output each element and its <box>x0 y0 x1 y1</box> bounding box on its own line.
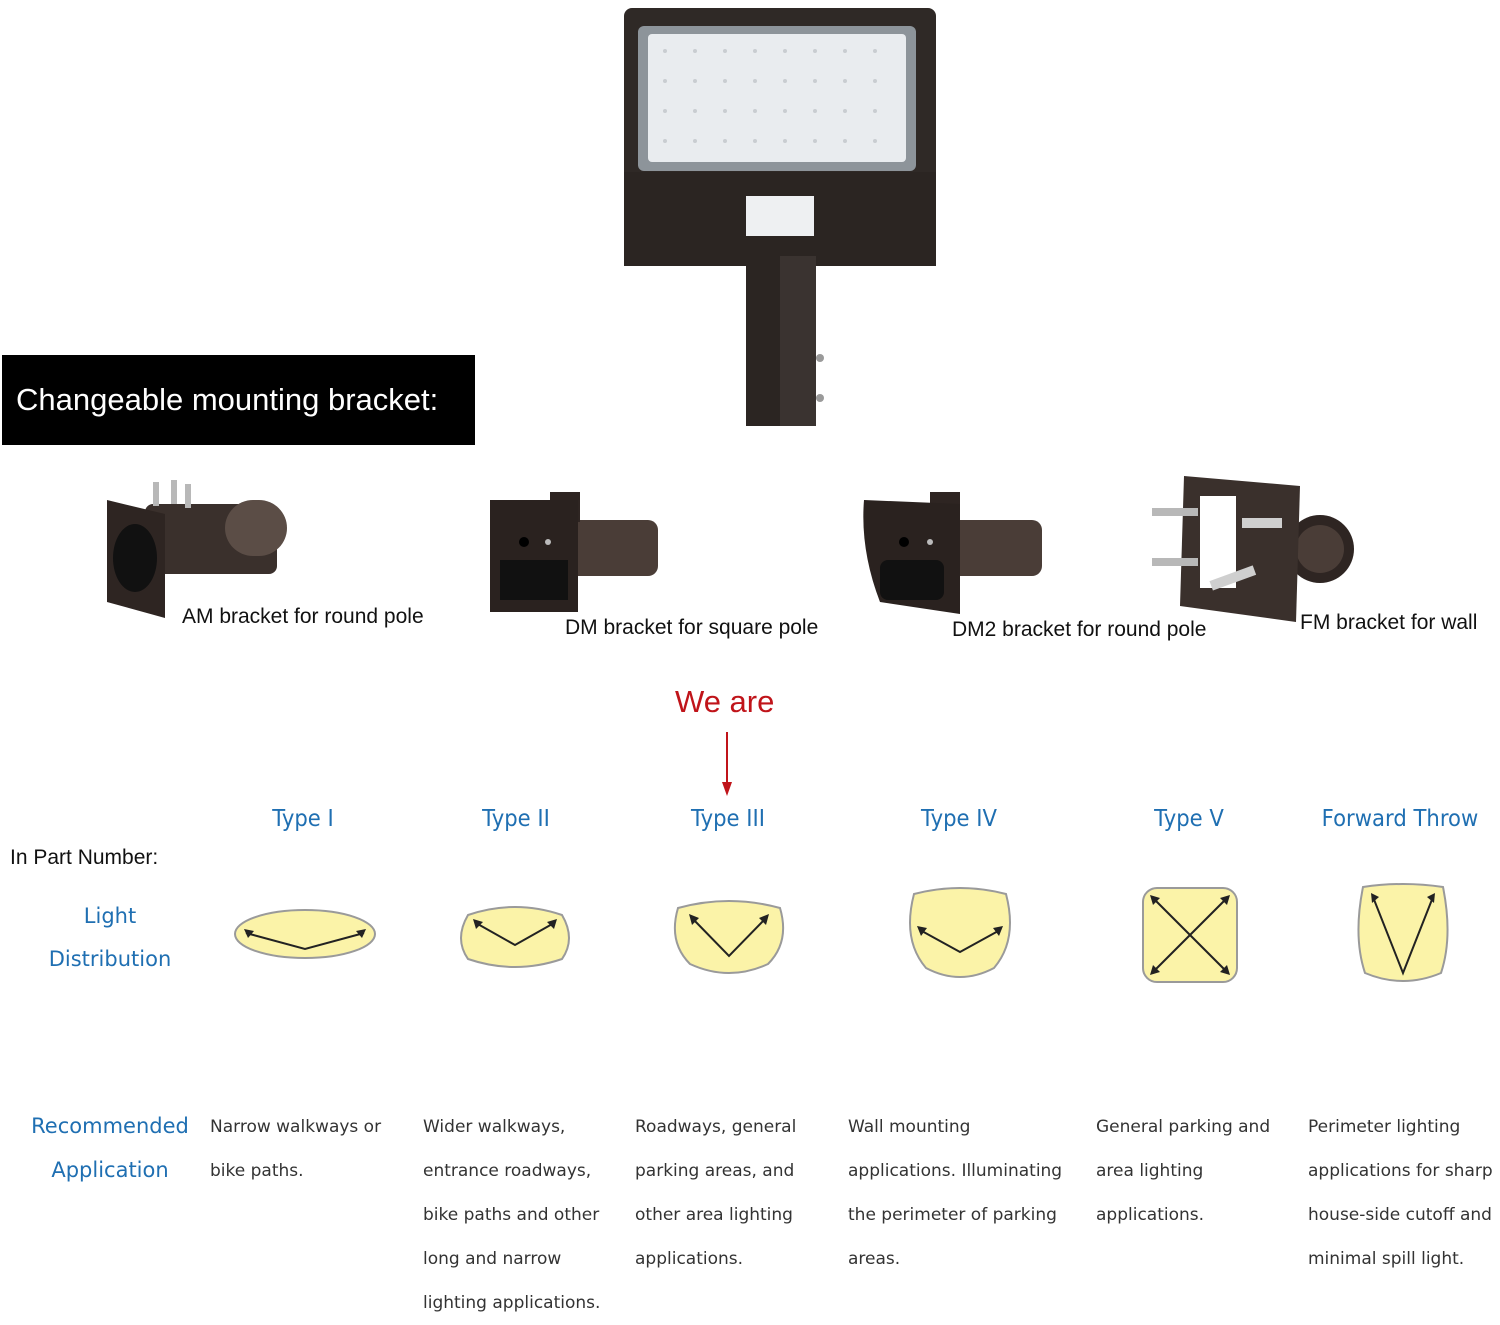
type-v-heading: Type V <box>1154 806 1224 832</box>
fm-bracket-label: FM bracket for wall <box>1300 611 1478 634</box>
forward-throw-distribution-icon <box>1357 883 1449 982</box>
dm-bracket-image <box>490 492 658 612</box>
type-iv-heading: Type IV <box>920 806 998 832</box>
type-ii-distribution-icon <box>460 906 570 968</box>
type-iv-application-text: Wall mounting applications. Illuminating… <box>848 1117 1063 1269</box>
light-distribution-label-line2: Distribution <box>48 947 172 971</box>
type-ii-heading: Type II <box>482 806 550 832</box>
type-i-heading: Type I <box>272 806 334 832</box>
recommended-application-label-line1: Recommended <box>31 1114 189 1138</box>
am-bracket-image <box>107 480 287 618</box>
type-ii-application-text: Wider walkways, entrance roadways, bike … <box>423 1117 601 1313</box>
type-v-application-text: General parking and area lighting applic… <box>1096 1117 1271 1225</box>
part-number-label: In Part Number: <box>10 846 159 869</box>
type-i-application-text: Narrow walkways or bike paths. <box>210 1117 382 1181</box>
forward-throw-application-text: Perimeter lighting applications for shar… <box>1308 1117 1493 1269</box>
mounting-bracket-banner: Changeable mounting bracket: <box>2 355 475 445</box>
am-bracket-label: AM bracket for round pole <box>182 605 424 628</box>
fm-bracket-image <box>1152 476 1354 622</box>
type-iii-distribution-icon <box>674 900 784 974</box>
dm-bracket-label: DM bracket for square pole <box>565 616 819 639</box>
recommended-application-label-line2: Application <box>51 1158 169 1182</box>
forward-throw-heading: Forward Throw <box>1321 806 1479 832</box>
type-iii-heading: Type III <box>690 806 766 832</box>
light-distribution-label-line1: Light <box>83 904 137 928</box>
dm2-bracket-image <box>863 492 1042 614</box>
callout-arrow-icon <box>722 732 732 796</box>
type-iii-application-text: Roadways, general parking areas, and oth… <box>635 1117 797 1269</box>
type-i-distribution-icon <box>234 909 376 959</box>
type-v-distribution-icon <box>1142 887 1238 983</box>
we-are-callout: We are <box>675 684 775 719</box>
type-iv-distribution-icon <box>909 887 1011 978</box>
led-fixture-image <box>624 8 936 426</box>
dm2-bracket-label: DM2 bracket for round pole <box>952 618 1207 641</box>
